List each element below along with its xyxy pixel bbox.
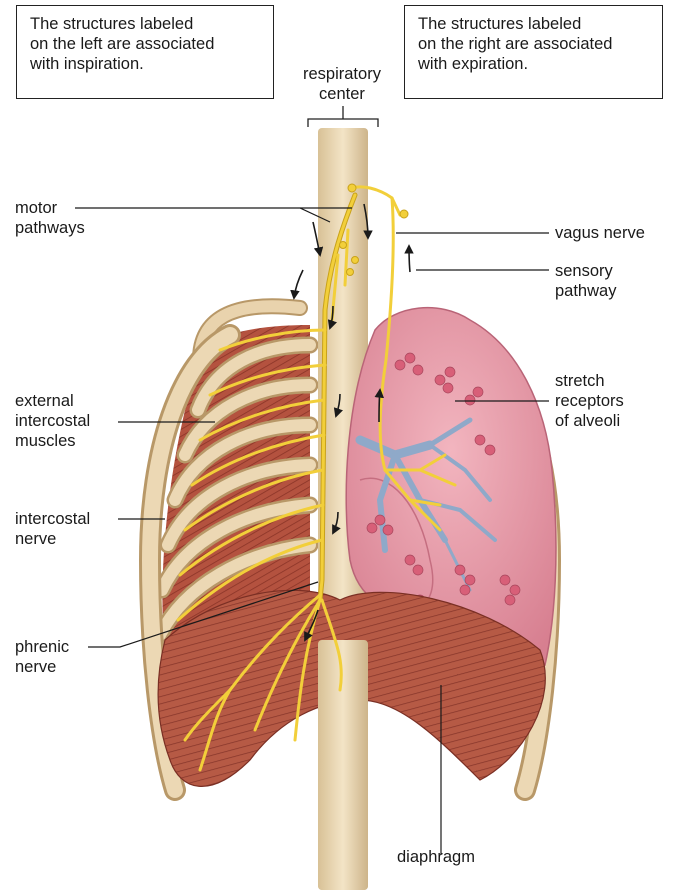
label-stretch-receptors-line-3: of alveoli: [555, 411, 624, 431]
label-stretch-receptors: stretch receptors of alveoli: [555, 371, 624, 431]
label-phrenic-nerve: phrenic nerve: [15, 637, 69, 677]
label-vagus-nerve: vagus nerve: [555, 223, 645, 243]
inspiration-note-box: The structures labeled on the left are a…: [16, 5, 274, 99]
label-sensory-pathway-line-2: pathway: [555, 281, 616, 301]
inspiration-note-line-2: on the left are associated: [30, 34, 263, 54]
label-respiratory-center-line-2: center: [303, 84, 381, 104]
label-respiratory-center-line-1: respiratory: [303, 64, 381, 84]
label-external-intercostal-muscles-line-2: intercostal: [15, 411, 90, 431]
label-external-intercostal-muscles-line-1: external: [15, 391, 90, 411]
label-motor-pathways: motor pathways: [15, 198, 85, 238]
label-intercostal-nerve: intercostal nerve: [15, 509, 90, 549]
label-stretch-receptors-line-1: stretch: [555, 371, 624, 391]
label-intercostal-nerve-line-1: intercostal: [15, 509, 90, 529]
label-intercostal-nerve-line-2: nerve: [15, 529, 90, 549]
label-sensory-pathway: sensory pathway: [555, 261, 616, 301]
label-diaphragm-line-1: diaphragm: [397, 847, 475, 867]
label-phrenic-nerve-line-2: nerve: [15, 657, 69, 677]
inspiration-note-line-3: with inspiration.: [30, 54, 263, 74]
label-motor-pathways-line-2: pathways: [15, 218, 85, 238]
label-sensory-pathway-line-1: sensory: [555, 261, 616, 281]
label-diaphragm: diaphragm: [397, 847, 475, 867]
label-respiratory-center: respiratory center: [303, 64, 381, 104]
label-motor-pathways-line-1: motor: [15, 198, 85, 218]
inspiration-note-line-1: The structures labeled: [30, 14, 263, 34]
label-external-intercostal-muscles-line-3: muscles: [15, 431, 90, 451]
expiration-note-line-2: on the right are associated: [418, 34, 652, 54]
label-stretch-receptors-line-2: receptors: [555, 391, 624, 411]
respiratory-center-bracket: [308, 106, 378, 127]
label-phrenic-nerve-line-1: phrenic: [15, 637, 69, 657]
label-vagus-nerve-line-1: vagus nerve: [555, 223, 645, 243]
expiration-note-line-1: The structures labeled: [418, 14, 652, 34]
expiration-note-box: The structures labeled on the right are …: [404, 5, 663, 99]
label-external-intercostal-muscles: external intercostal muscles: [15, 391, 90, 451]
expiration-note-line-3: with expiration.: [418, 54, 652, 74]
